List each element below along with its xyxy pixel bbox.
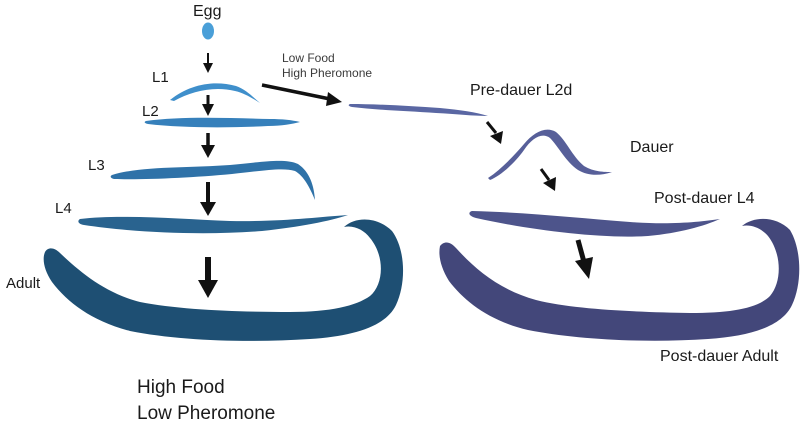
worm-dauer [488, 129, 612, 180]
worm-post-dauer-l4 [469, 211, 720, 237]
label-low-food: Low Food [282, 51, 335, 65]
worm-pre-dauer [348, 104, 488, 116]
arrow-l1-to-l2 [202, 95, 214, 116]
label-pre-dauer: Pre-dauer L2d [470, 82, 572, 99]
label-post-dauer-adult: Post-dauer Adult [660, 348, 779, 365]
label-egg: Egg [193, 3, 221, 20]
arrow-post-l4-to-post-adult [575, 239, 593, 279]
label-l1: L1 [152, 69, 169, 86]
worm-l2 [144, 117, 300, 128]
egg-shape [202, 22, 214, 40]
label-l2: L2 [142, 103, 159, 120]
label-l4: L4 [55, 200, 72, 217]
arrow-egg-to-l1 [203, 53, 213, 73]
worm-l1 [170, 83, 260, 103]
worm-l3 [110, 160, 315, 200]
worm-post-dauer-adult [439, 218, 800, 341]
label-dauer: Dauer [630, 139, 674, 156]
worm-l4 [78, 215, 348, 234]
label-high-pheromone: High Pheromone [282, 66, 372, 80]
arrow-l2-to-l3 [201, 133, 215, 158]
label-adult: Adult [6, 275, 41, 292]
label-l3: L3 [88, 157, 105, 174]
label-post-dauer-l4: Post-dauer L4 [654, 190, 755, 207]
arrow-dauer-to-post-l4 [539, 168, 556, 191]
label-low-pheromone: Low Pheromone [137, 403, 275, 424]
label-high-food: High Food [137, 377, 225, 398]
arrow-l3-to-l4 [200, 182, 216, 216]
arrow-l1-to-pre-dauer [261, 83, 342, 106]
arrow-l4-to-adult [198, 257, 218, 298]
worm-adult [43, 219, 404, 341]
arrow-pre-dauer-to-dauer [485, 121, 503, 144]
